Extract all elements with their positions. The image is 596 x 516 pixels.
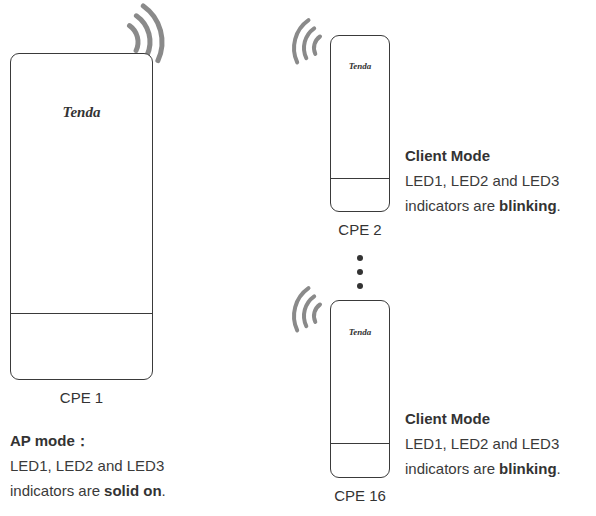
- wireless-signal: [294, 20, 320, 62]
- brand-logo: Tenda: [11, 104, 152, 121]
- device-base-band: [331, 443, 389, 477]
- text-block: AP mode：: [10, 428, 250, 453]
- brand-logo: Tenda: [331, 327, 389, 337]
- device-base-band: [11, 313, 152, 379]
- mode-heading: Client Mode: [405, 147, 490, 164]
- text-block: LED1, LED2 and LED3 indicators aresolid …: [10, 453, 210, 503]
- mode-heading: AP mode：: [10, 432, 90, 449]
- text-block: Client Mode: [405, 406, 595, 431]
- device-label: CPE 1: [0, 389, 192, 406]
- text-block: LED1, LED2 and LED3 indicators areblinki…: [405, 431, 595, 481]
- mode-heading: Client Mode: [405, 410, 490, 427]
- device-label: CPE 16: [291, 487, 429, 504]
- led-state: solid on: [104, 482, 162, 499]
- text-block: Client Mode: [405, 143, 595, 168]
- punctuation: .: [557, 460, 561, 477]
- led-state: blinking: [499, 197, 557, 214]
- ellipsis-dots: [357, 255, 363, 289]
- cpe-device: TendaCPE 16: [330, 300, 390, 478]
- cpe-device: TendaCPE 1: [10, 53, 153, 380]
- device-label: CPE 2: [291, 221, 429, 238]
- wireless-signal: [294, 288, 320, 330]
- text-block: LED1, LED2 and LED3 indicators areblinki…: [405, 168, 595, 218]
- cpe-device: TendaCPE 2: [330, 35, 390, 212]
- punctuation: .: [162, 482, 166, 499]
- brand-logo: Tenda: [331, 61, 389, 71]
- punctuation: .: [557, 197, 561, 214]
- led-state: blinking: [499, 460, 557, 477]
- device-base-band: [331, 178, 389, 211]
